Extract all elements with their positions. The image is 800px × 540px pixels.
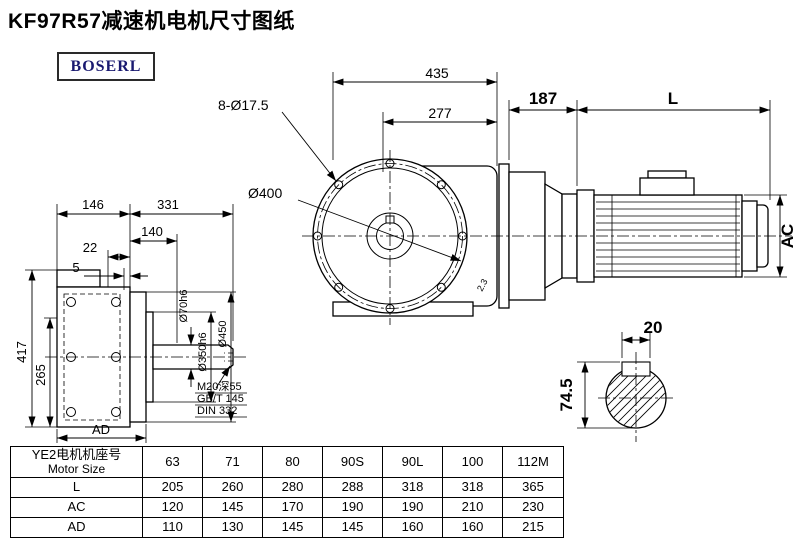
value-cell: 260 (202, 477, 263, 498)
dim-AD-label: AD (92, 422, 110, 437)
hatching (606, 368, 666, 428)
value-cell: 230 (502, 497, 564, 518)
value-cell: 170 (262, 497, 323, 518)
value-cell: 145 (262, 517, 323, 538)
value-cell: 190 (322, 497, 383, 518)
dim-265-label: 265 (33, 364, 48, 386)
table-row-AD: AD 110 130 145 145 160 160 215 (10, 517, 564, 538)
col-header-90L: 90L (382, 446, 443, 478)
dimensions: 435 277 8-Ø17.5 Ø400 187 L AC 20 74.5 14… (14, 65, 797, 443)
value-cell: 160 (442, 517, 503, 538)
dia-70-label: Ø70h6 (178, 289, 190, 322)
dim-20-label: 20 (644, 318, 663, 337)
shaft-section (598, 352, 674, 442)
value-cell: 190 (382, 497, 443, 518)
dia-350-label: Ø350h6 (197, 332, 209, 371)
dim-331-label: 331 (157, 197, 179, 212)
col-header-100: 100 (442, 446, 503, 478)
note-din-label: DIN 332 (197, 405, 237, 417)
note-tap-label: M20深55 (197, 380, 242, 393)
value-cell: 205 (142, 477, 203, 498)
brand-logo: BOSERL (57, 52, 155, 81)
terminal-box (639, 177, 695, 196)
value-cell: 318 (382, 477, 443, 498)
value-cell: 280 (262, 477, 323, 498)
value-cell: 145 (322, 517, 383, 538)
table-row-AC: AC 120 145 170 190 190 210 230 (10, 497, 564, 518)
col-header-71: 71 (202, 446, 263, 478)
dim-5-label: 5 (72, 260, 79, 275)
table-header-row: YE2电机机座号 Motor Size 63 71 80 90S 90L 100… (10, 446, 564, 478)
value-cell: 210 (442, 497, 503, 518)
dim-146-label: 146 (82, 197, 104, 212)
fan-cover (756, 204, 769, 268)
col-header-112M: 112M (502, 446, 564, 478)
hidden-contour (63, 293, 121, 421)
value-cell: 110 (142, 517, 203, 538)
dim-74-5-label: 74.5 (557, 378, 576, 411)
value-cell: 288 (322, 477, 383, 498)
dia-450-label: Ø450 (217, 321, 229, 348)
col-header-80: 80 (262, 446, 323, 478)
terminal-box-lid (647, 170, 687, 179)
row-label-AC: AC (10, 497, 143, 518)
table-header-en: Motor Size (47, 461, 106, 476)
col-header-63: 63 (142, 446, 203, 478)
dim-435-label: 435 (425, 65, 449, 81)
bolt-holes-note-label: 8-Ø17.5 (218, 97, 269, 113)
value-cell: 130 (202, 517, 263, 538)
dim-22-label: 22 (83, 240, 97, 255)
table-header-cn: YE2电机机座号 (31, 446, 122, 462)
row-label-L: L (10, 477, 143, 498)
dimension-table: YE2电机机座号 Motor Size 63 71 80 90S 90L 100… (10, 446, 564, 538)
value-cell: 145 (202, 497, 263, 518)
table-row-L: L 205 260 280 288 318 318 365 (10, 477, 564, 498)
dia-400-label: Ø400 (248, 185, 282, 201)
value-cell: 120 (142, 497, 203, 518)
page-title: KF97R57减速机电机尺寸图纸 (8, 10, 295, 33)
row-label-AD: AD (10, 517, 143, 538)
value-cell: 160 (382, 517, 443, 538)
col-header-90S: 90S (322, 446, 383, 478)
table-header-motor-size: YE2电机机座号 Motor Size (10, 446, 143, 478)
dim-187-label: 187 (529, 89, 557, 108)
dim-L-label: L (668, 89, 678, 108)
value-cell: 215 (502, 517, 564, 538)
value-cell: 365 (502, 477, 564, 498)
dim-277-label: 277 (428, 105, 452, 121)
dim-AC-label: AC (778, 224, 797, 249)
note-gbt-label: GB/T 145 (197, 393, 244, 405)
section-centerlines (598, 352, 674, 442)
motor-fins (596, 201, 740, 272)
dim-140-label: 140 (141, 224, 163, 239)
dim-417-label: 417 (14, 341, 29, 363)
value-cell: 318 (442, 477, 503, 498)
front-view: 2.3 (312, 150, 498, 325)
